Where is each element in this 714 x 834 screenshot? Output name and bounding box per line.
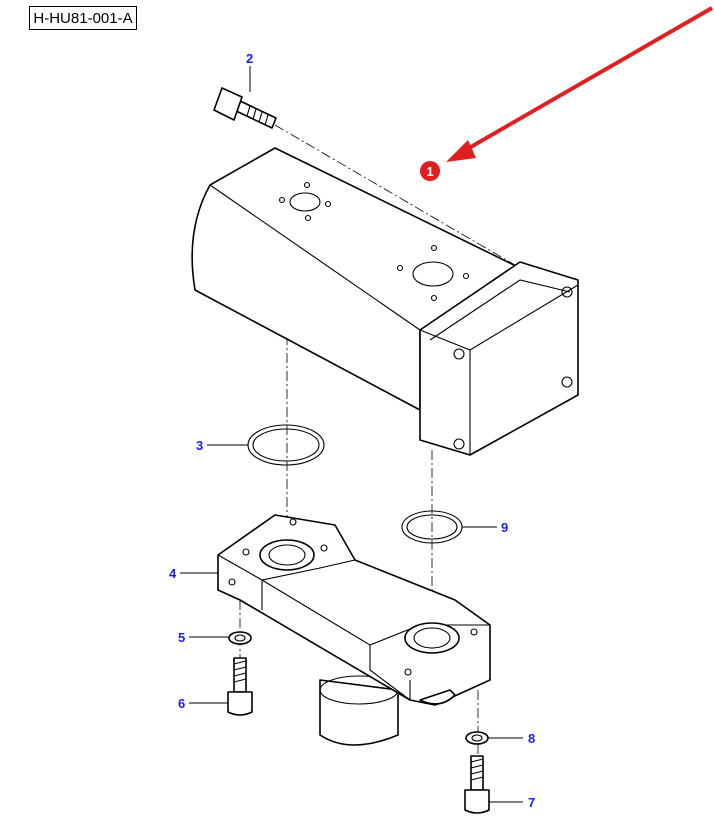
part-8-washer[interactable] bbox=[465, 731, 489, 745]
callout-1[interactable]: 1 bbox=[426, 164, 433, 179]
callout-3[interactable]: 3 bbox=[196, 438, 203, 453]
part-7-bolt[interactable] bbox=[464, 755, 490, 814]
highlight-arrow-icon bbox=[446, 6, 713, 162]
part-3-o-ring[interactable] bbox=[247, 424, 325, 466]
part-1-housing[interactable] bbox=[191, 147, 579, 456]
diagram-reference-code: H-HU81-001-A bbox=[29, 6, 137, 30]
callout-1-marker[interactable]: 1 bbox=[420, 161, 440, 181]
callout-8[interactable]: 8 bbox=[528, 731, 535, 746]
callout-7[interactable]: 7 bbox=[528, 795, 535, 810]
part-6-bolt[interactable] bbox=[227, 657, 253, 716]
part-5-washer[interactable] bbox=[228, 631, 252, 645]
part-2-bolt[interactable] bbox=[213, 87, 277, 129]
axis-bolt-2 bbox=[274, 124, 521, 269]
callout-9[interactable]: 9 bbox=[501, 520, 508, 535]
callout-6[interactable]: 6 bbox=[178, 696, 185, 711]
callout-2[interactable]: 2 bbox=[246, 51, 253, 66]
callout-4[interactable]: 4 bbox=[169, 566, 177, 581]
part-4-manifold[interactable] bbox=[217, 514, 491, 746]
callout-5[interactable]: 5 bbox=[178, 630, 185, 645]
